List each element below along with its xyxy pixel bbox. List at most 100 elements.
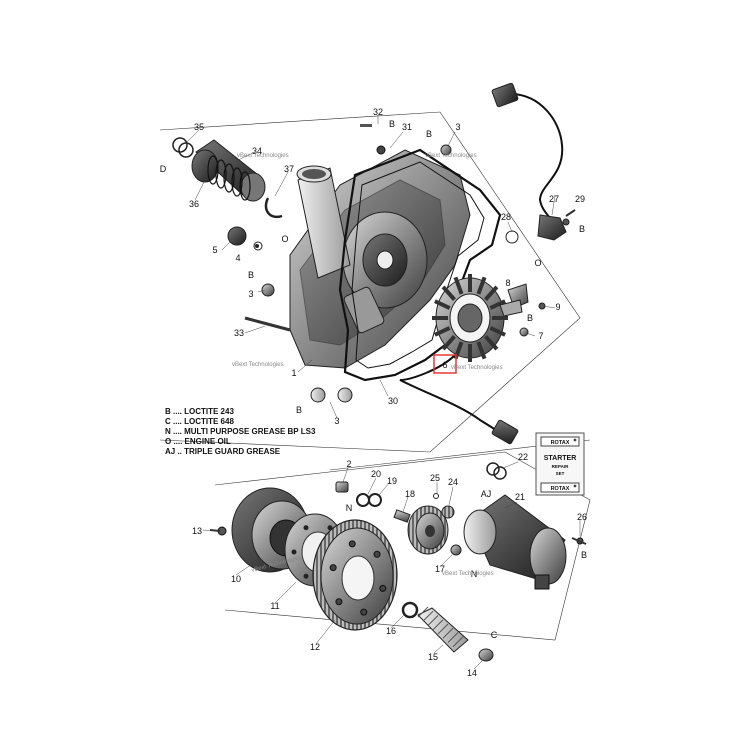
- starter-repair-kit-card: ROTAX STARTER REPAIR SET ROTAX: [535, 432, 585, 496]
- drive-spline: [447, 632, 459, 643]
- callout-32: 32: [373, 107, 383, 117]
- callout-13: 13: [192, 526, 202, 536]
- callout-36: 36: [189, 199, 199, 209]
- stator-harness: [399, 354, 519, 445]
- callout-AJ: AJ: [481, 489, 492, 499]
- stator-tooth: [476, 341, 487, 360]
- callout-N-2: N: [346, 503, 353, 513]
- fastener-group: [227, 124, 576, 403]
- leader-lines: [185, 115, 581, 670]
- callout-6-highlight: [433, 354, 457, 374]
- bearing-ridges: [207, 155, 251, 201]
- drive-spline: [427, 615, 439, 626]
- lubricant-legend: B .... LOCTITE 243 C .... LOCTITE 648 N …: [165, 407, 316, 456]
- ring-gear: [312, 519, 398, 631]
- drive-spline: [422, 610, 434, 622]
- stator-tooth: [441, 285, 456, 301]
- gear-hole: [348, 540, 356, 548]
- callout-34: 34: [252, 146, 262, 156]
- callout-28: 28: [501, 212, 511, 222]
- callout-3-top: 3: [455, 122, 460, 132]
- stator: [432, 274, 508, 362]
- stator-tooth: [434, 299, 451, 310]
- callout-C: C: [491, 630, 498, 640]
- gear-hole: [379, 584, 387, 592]
- callout-3-bottom: 3: [334, 416, 339, 426]
- drive-spline: [452, 636, 464, 648]
- kit-card-line2: SET: [556, 471, 565, 476]
- callout-25: 25: [430, 473, 440, 483]
- callout-labels: 35 D 36 34 37 32 B 31 B 3 27 29 B 28 O 5…: [160, 107, 587, 678]
- callout-B-bottom: B: [296, 405, 302, 415]
- callout-B-26: B: [581, 550, 587, 560]
- callout-N-17: N: [471, 569, 478, 579]
- callout-30: 30: [388, 396, 398, 406]
- watermark-4: vBext Technologies: [451, 365, 503, 371]
- callout-20: 20: [371, 469, 381, 479]
- kit-card-line1: REPAIR: [552, 464, 569, 469]
- callout-B-29: B: [579, 224, 585, 234]
- washers-19-20: [335, 462, 507, 507]
- callout-22: 22: [518, 452, 528, 462]
- stator-tooth: [489, 299, 506, 310]
- callout-14: 14: [467, 668, 477, 678]
- callout-1: 1: [291, 368, 296, 378]
- drive-spline: [417, 606, 429, 618]
- callout-D: D: [160, 164, 167, 174]
- stator-tooth: [489, 326, 506, 337]
- callout-O-28: O: [534, 258, 541, 268]
- clutch-bolt: [303, 525, 309, 531]
- callout-7: 7: [538, 331, 543, 341]
- gear-hole: [360, 608, 368, 616]
- callout-33: 33: [234, 328, 244, 338]
- callout-4: 4: [235, 253, 240, 263]
- gear-hole: [329, 564, 337, 572]
- callout-18: 18: [405, 489, 415, 499]
- callout-3-left: 3: [248, 289, 253, 299]
- drive-spline: [437, 623, 449, 635]
- watermark-1: vBext Technologies: [237, 153, 289, 159]
- kit-card-title: STARTER: [544, 455, 577, 462]
- stator-tooth: [441, 335, 456, 351]
- callout-B-left: B: [248, 270, 254, 280]
- bearing-ridge: [215, 159, 227, 189]
- legend-line-4: O .... ENGINE OIL: [165, 437, 231, 446]
- drive-spline: [442, 627, 454, 639]
- stator-tooth: [484, 285, 499, 301]
- stator-tooth: [476, 276, 487, 295]
- watermark-3: vBext Technologies: [232, 362, 284, 368]
- legend-line-3: N .... MULTI PURPOSE GREASE BP LS3: [165, 427, 316, 436]
- intermediate-gear: [393, 493, 455, 555]
- callout-5: 5: [212, 245, 217, 255]
- gear-holes: [329, 540, 387, 616]
- legend-line-2: C .... LOCTITE 648: [165, 417, 234, 426]
- stator-tooth: [434, 326, 451, 337]
- callout-15: 15: [428, 652, 438, 662]
- callout-27: 27: [549, 194, 559, 204]
- oil-filler-tube: [296, 165, 351, 279]
- callout-10: 10: [231, 574, 241, 584]
- bearing-assembly: [172, 137, 283, 219]
- clutch-bolt: [291, 549, 297, 555]
- clutch-bolt: [303, 573, 309, 579]
- drive-splines: [417, 606, 464, 648]
- callout-9: 9: [555, 302, 560, 312]
- callout-6: 6: [442, 360, 447, 370]
- gear-hole: [335, 598, 343, 606]
- callout-16: 16: [386, 626, 396, 636]
- callout-29: 29: [575, 194, 585, 204]
- callout-24: 24: [448, 477, 458, 487]
- callout-B-3: B: [426, 129, 432, 139]
- watermark-5: vBext Technologies: [442, 571, 494, 577]
- callout-31: 31: [402, 122, 412, 132]
- callout-11: 11: [270, 601, 279, 611]
- callout-26: 26: [577, 512, 587, 522]
- kit-card-brand-bottom: ROTAX: [551, 486, 570, 492]
- watermark-2: vBext Technologies: [425, 153, 477, 159]
- bearing-ridge: [239, 171, 251, 201]
- bearing-ridge: [223, 163, 235, 193]
- bearing-ridge: [207, 155, 219, 185]
- callout-19: 19: [387, 476, 397, 486]
- gear-hole: [373, 550, 381, 558]
